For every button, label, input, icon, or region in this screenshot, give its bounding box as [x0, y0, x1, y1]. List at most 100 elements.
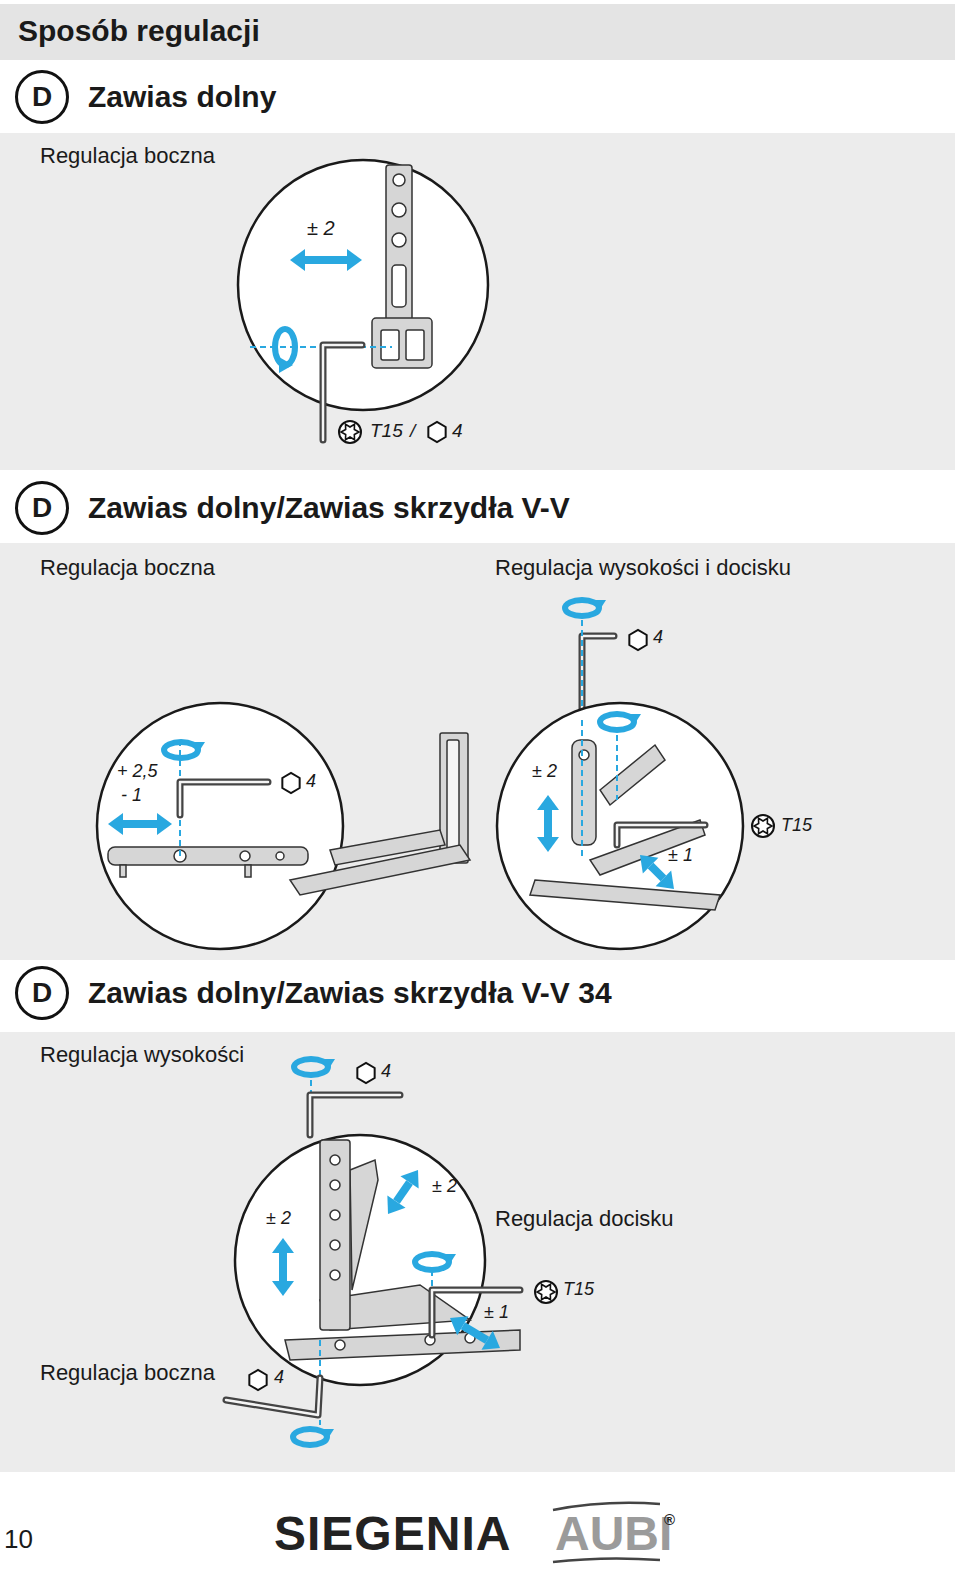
rotation-arrow [320, 1429, 334, 1440]
screw-hole [330, 1155, 340, 1165]
range-value: + 2,5 [117, 762, 158, 782]
section-title: Zawias dolny/Zawias skrzydła V-V [88, 481, 570, 535]
range-value: ± 1 [668, 846, 693, 866]
arrow-head [347, 249, 362, 271]
detail-circle [497, 703, 743, 949]
range-value: ± 1 [484, 1303, 509, 1323]
panel-label: Regulacja docisku [495, 1207, 674, 1231]
allen-key [180, 782, 268, 815]
axis-line [616, 735, 618, 800]
torx-symbol [339, 421, 361, 443]
panel [0, 133, 955, 470]
section-heading: D Zawias dolny [15, 70, 283, 124]
allen-key [432, 1290, 520, 1335]
range-value: ± 2 [307, 217, 335, 239]
tool-size: 4 [274, 1368, 284, 1388]
screw-hole [330, 1240, 340, 1250]
arrow-head [272, 1238, 294, 1253]
tool-size: 4 [452, 421, 463, 442]
screw-hole [393, 174, 405, 186]
screw-hole [330, 1180, 340, 1190]
torx-symbol [752, 815, 774, 837]
section-letter: D [15, 70, 69, 124]
allen-key [617, 825, 705, 845]
section-letter: D [15, 966, 69, 1020]
screw-hole [579, 750, 589, 760]
section-heading: D Zawias dolny/Zawias skrzydła V-V [15, 481, 576, 535]
trademark-sign: ® [664, 1512, 675, 1529]
panel-label: Regulacja wysokości i docisku [495, 556, 791, 580]
range-value: ± 2 [266, 1209, 291, 1229]
section-letter: D [15, 481, 69, 535]
arrow-head [537, 837, 559, 852]
hinge-leaf [350, 1160, 378, 1290]
allen-key [310, 1095, 400, 1135]
detail-circle [238, 160, 488, 410]
hinge-foot [245, 865, 251, 877]
adjust-arrow [396, 1182, 409, 1201]
arrow-head [290, 249, 305, 271]
torx-symbol [341, 424, 359, 440]
hinge-plate [108, 847, 308, 865]
tool-size: 4 [306, 772, 316, 792]
section-heading: D Zawias dolny/Zawias skrzydła V-V 34 [15, 966, 618, 1020]
hinge-slot [392, 265, 406, 307]
arrow-head [272, 1281, 294, 1296]
panel-label: Regulacja boczna [40, 144, 215, 168]
detail-circle [97, 703, 343, 949]
page-number: 10 [4, 1525, 33, 1554]
section-title: Zawias dolny [88, 70, 276, 124]
frame-part [447, 740, 459, 858]
screw-hole [276, 852, 284, 860]
hex-symbol [428, 422, 445, 442]
axis-line [581, 720, 583, 860]
arrow-head [157, 813, 172, 835]
hinge-cylinder [572, 740, 596, 845]
adjust-arrow [544, 810, 552, 837]
arrow-head [656, 871, 674, 889]
arrow-head [400, 1170, 418, 1189]
rotation-arrow [627, 714, 641, 725]
allen-key [226, 1378, 320, 1415]
panel-label: Regulacja boczna [40, 556, 215, 580]
panel [0, 1032, 955, 1472]
hinge-block [372, 318, 432, 368]
screw-hole [392, 203, 406, 217]
adjust-arrow [463, 1326, 487, 1341]
hex-symbol [249, 1370, 266, 1390]
screw-hole [392, 233, 406, 247]
torx-symbol [754, 818, 772, 834]
hinge-arm [330, 830, 445, 865]
hinge-arm [590, 820, 705, 875]
hinge-bracket [600, 745, 665, 805]
rotation-arrow [191, 742, 205, 753]
arrow-head [450, 1316, 469, 1335]
rotation-arrow [442, 1254, 456, 1265]
hex-symbol [357, 1063, 374, 1083]
range-value: ± 2 [432, 1177, 457, 1197]
page-title: Sposób regulacji [18, 14, 260, 47]
adjust-arrow [279, 1253, 287, 1281]
tool-size: 4 [653, 628, 663, 648]
arrow-head [387, 1195, 405, 1214]
allen-key [180, 782, 268, 815]
arrow-head [537, 795, 559, 810]
adjust-arrow [305, 256, 347, 264]
rotation-symbol [275, 329, 295, 365]
brand-logo: SIEGENIA [274, 1508, 511, 1561]
allen-key [617, 825, 705, 845]
screw-hole [330, 1210, 340, 1220]
hinge-part [406, 330, 424, 360]
separator: / [410, 421, 415, 442]
hex-symbol [629, 630, 646, 650]
allen-key [310, 1095, 400, 1135]
torx-symbol [535, 1281, 557, 1303]
hinge-foot [120, 865, 126, 877]
brand-logo: AUBI [555, 1508, 672, 1561]
section-title: Zawias dolny/Zawias skrzydła V-V 34 [88, 966, 612, 1020]
hinge-part [381, 330, 399, 360]
rotation-arrow [321, 1059, 335, 1070]
torx-symbol [537, 1284, 555, 1300]
hinge-leaf [386, 165, 412, 325]
arrow-head [640, 855, 658, 873]
